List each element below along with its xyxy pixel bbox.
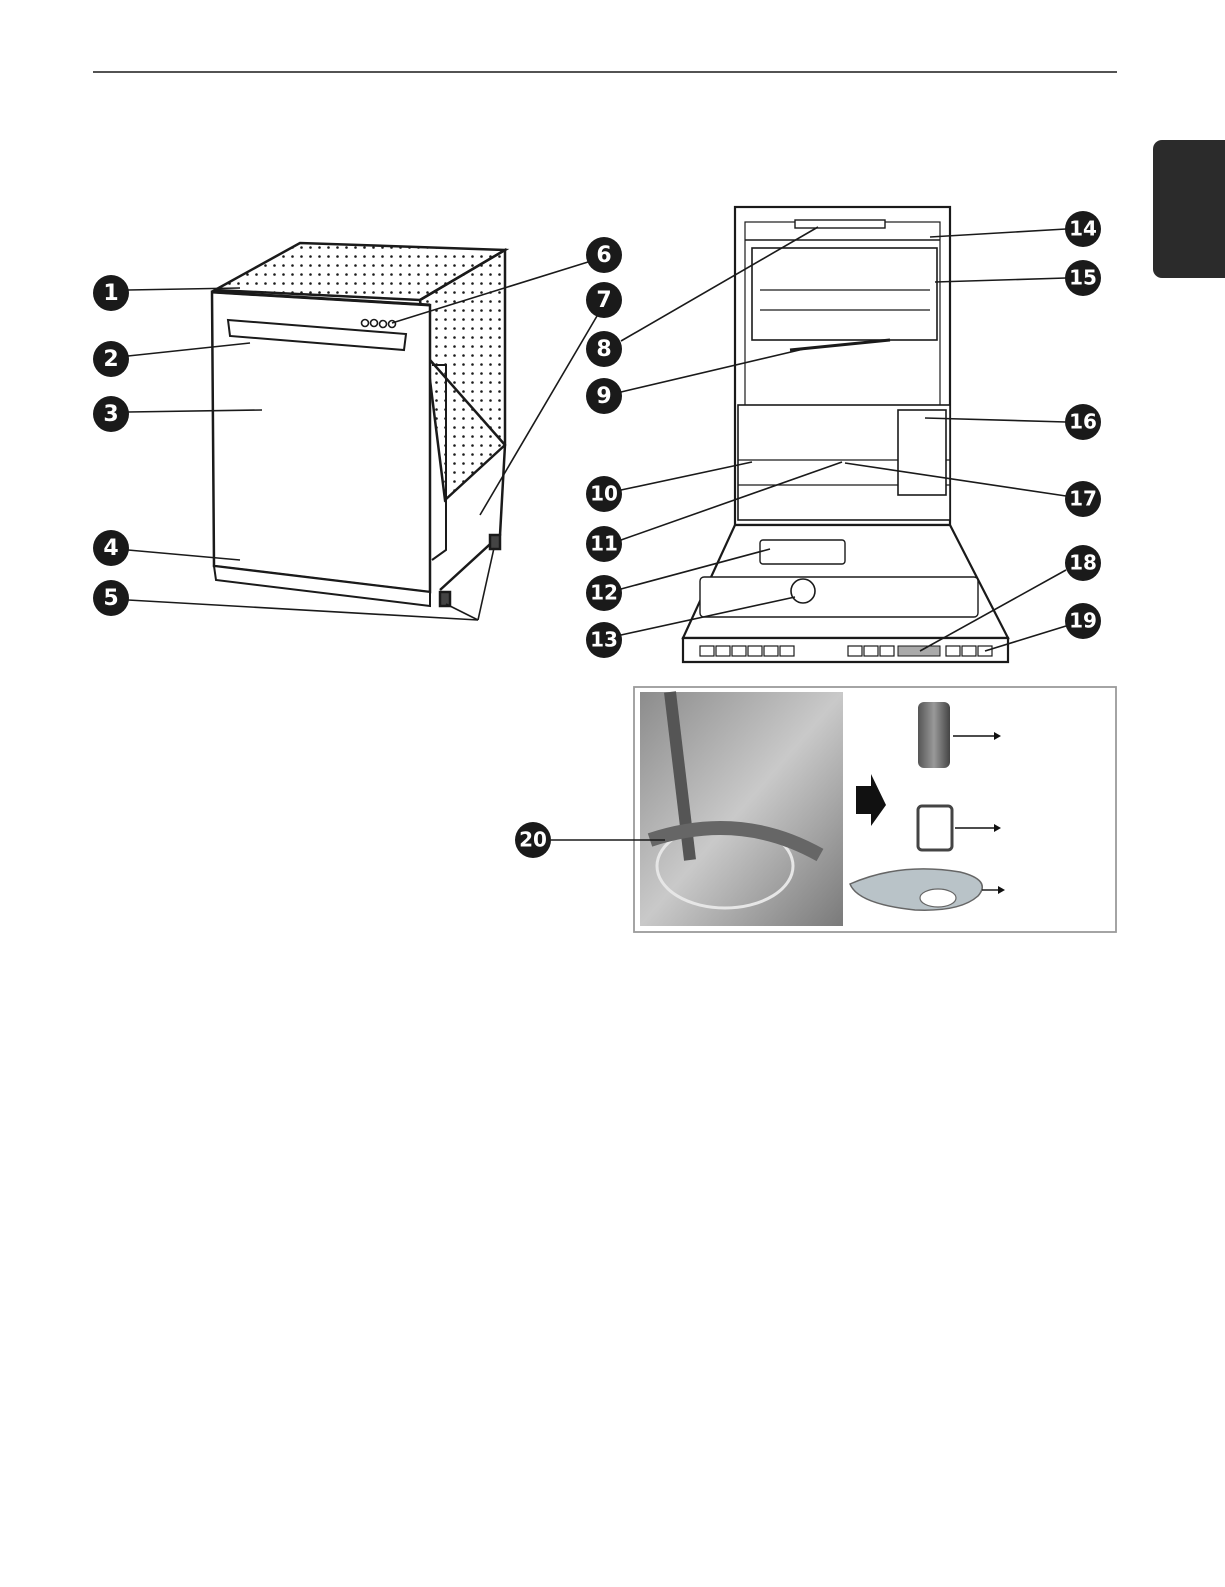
callout-14: 14 — [1065, 211, 1101, 247]
callout-13: 13 — [586, 622, 622, 658]
callout-5: 5 — [93, 580, 129, 616]
leader-line — [478, 548, 494, 620]
top-spray-bar — [795, 220, 885, 228]
callout-19: 19 — [1065, 603, 1101, 639]
callout-number: 20 — [519, 828, 547, 852]
callout-number: 19 — [1069, 609, 1097, 633]
callout-number: 18 — [1069, 551, 1097, 575]
callout-number: 9 — [596, 384, 611, 409]
callout-18: 18 — [1065, 545, 1101, 581]
callout-number: 16 — [1069, 410, 1097, 434]
callout-number: 2 — [103, 347, 118, 372]
callout-number: 17 — [1069, 487, 1097, 511]
callout-number: 7 — [596, 288, 611, 313]
leader-line — [446, 604, 478, 620]
leveling-leg — [440, 592, 450, 606]
callout-15: 15 — [1065, 260, 1101, 296]
filter-inset — [634, 687, 1116, 932]
callout-number: 8 — [596, 337, 611, 362]
callout-number: 15 — [1069, 266, 1097, 290]
callout-number: 3 — [103, 402, 118, 427]
upper-rack — [752, 248, 937, 340]
callout-2: 2 — [93, 341, 129, 377]
callout-number: 12 — [590, 581, 618, 605]
callout-17: 17 — [1065, 481, 1101, 517]
rating-plate — [898, 646, 940, 656]
leader-line — [935, 278, 1066, 282]
callout-7: 7 — [586, 282, 622, 318]
callout-number: 13 — [590, 628, 618, 652]
callout-12: 12 — [586, 575, 622, 611]
callout-4: 4 — [93, 530, 129, 566]
callout-number: 4 — [103, 536, 118, 561]
callout-3: 3 — [93, 396, 129, 432]
leveling-leg — [490, 535, 500, 549]
callout-20: 20 — [515, 822, 551, 858]
callout-number: 14 — [1069, 217, 1097, 241]
callout-10: 10 — [586, 476, 622, 512]
callout-number: 5 — [103, 586, 118, 611]
door-panel — [700, 577, 978, 617]
callout-number: 1 — [103, 281, 118, 306]
callout-9: 9 — [586, 378, 622, 414]
filter-cover — [791, 579, 815, 603]
callout-1: 1 — [93, 275, 129, 311]
callout-6: 6 — [586, 237, 622, 273]
callout-16: 16 — [1065, 404, 1101, 440]
callout-number: 11 — [590, 532, 618, 556]
cutlery-basket — [898, 410, 946, 495]
callout-11: 11 — [586, 526, 622, 562]
filter-cylinder — [918, 702, 950, 768]
detergent-dispenser — [760, 540, 845, 564]
dishwasher-interior — [683, 207, 1008, 662]
callout-number: 6 — [596, 243, 611, 268]
callout-number: 10 — [590, 482, 618, 506]
callout-8: 8 — [586, 331, 622, 367]
dishwasher-exterior — [212, 243, 505, 606]
leader-line — [621, 462, 752, 490]
